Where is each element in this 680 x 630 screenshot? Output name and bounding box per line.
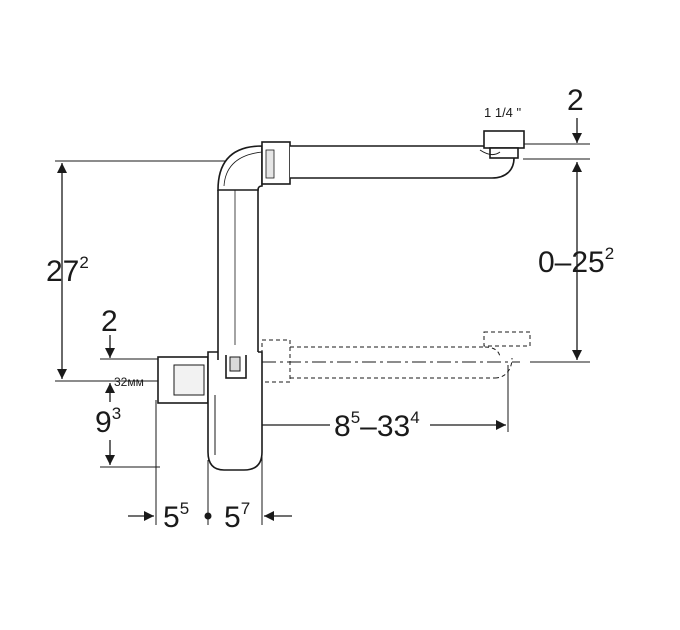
- width-left-label: 55: [163, 499, 189, 534]
- left-offset-label: 2: [101, 305, 118, 338]
- extension-lines: [55, 143, 590, 525]
- lower-height-label: 93: [95, 404, 121, 439]
- extension-range-label: 85–334: [334, 408, 420, 443]
- height-label: 272: [46, 253, 89, 288]
- extended-pipe-dashed: [261, 331, 531, 383]
- pipe-diameter-label: 32мм: [114, 375, 144, 389]
- top-offset-label: 2: [567, 84, 584, 117]
- width-right-label: 57: [224, 499, 250, 534]
- dimension-lines: [57, 118, 582, 521]
- dimension-labels: 1 1/4 " 2 272 0–252 2 32мм 93 85–334 55 …: [46, 84, 614, 534]
- connector-size-label: 1 1/4 ": [484, 105, 522, 120]
- adjust-range-label: 0–252: [538, 244, 614, 279]
- siphon-body: [157, 130, 525, 471]
- centre-dot: [204, 512, 212, 520]
